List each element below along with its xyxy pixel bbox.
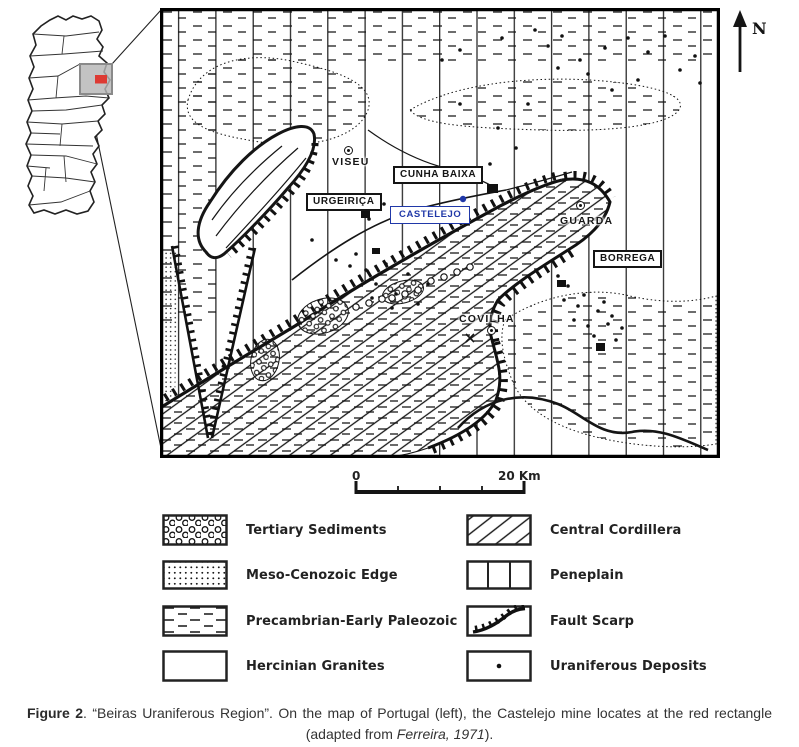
north-arrow: N bbox=[733, 10, 767, 72]
legend-item-central-cordillera: Central Cordillera bbox=[466, 514, 681, 546]
district-boundaries bbox=[25, 31, 110, 206]
legend-label-meso-cenozoic-edge: Meso-Cenozoic Edge bbox=[246, 567, 398, 583]
town-label-viseu: VISEU bbox=[332, 156, 370, 168]
geologic-map bbox=[160, 8, 720, 458]
legend-item-fault-scarp: Fault Scarp bbox=[466, 605, 634, 637]
legend-swatch-fault-scarp bbox=[466, 605, 532, 637]
figure-caption-end: ). bbox=[484, 726, 494, 742]
scale-bar bbox=[354, 481, 526, 494]
legend-swatch-hercinian-granites bbox=[162, 650, 228, 682]
portugal-inset-map bbox=[25, 15, 113, 215]
town-label-cunha-baixa: CUNHA BAIXA bbox=[393, 166, 484, 184]
legend-label-uraniferous-deposits: Uraniferous Deposits bbox=[550, 658, 707, 674]
legend-label-central-cordillera: Central Cordillera bbox=[550, 522, 682, 538]
viseu-massif bbox=[196, 125, 319, 260]
figure-caption-reference: Ferreira, 1971 bbox=[396, 726, 485, 742]
legend-item-tertiary-sediments: Tertiary Sediments bbox=[162, 514, 387, 546]
legend-swatch-precambrian-early-paleozoic bbox=[162, 605, 228, 637]
legend-item-meso-cenozoic-edge: Meso-Cenozoic Edge bbox=[162, 560, 398, 590]
town-label-urgeirica: URGEIRIÇA bbox=[306, 193, 382, 211]
north-arrow-label: N bbox=[752, 19, 767, 38]
legend-label-tertiary-sediments: Tertiary Sediments bbox=[246, 522, 387, 538]
inset-highlight-rect bbox=[95, 75, 107, 84]
tertiary-patches bbox=[250, 263, 474, 382]
town-label-castelejo: CASTELEJO bbox=[390, 206, 471, 224]
figure-caption: Figure 2. “Beiras Uraniferous Region”. O… bbox=[27, 703, 772, 745]
legend-item-peneplain: Peneplain bbox=[466, 560, 624, 590]
legend-item-hercinian-granites: Hercinian Granites bbox=[162, 650, 385, 682]
legend-item-uraniferous-deposits: Uraniferous Deposits bbox=[466, 650, 707, 682]
legend-item-precambrian-early-paleozoic: Precambrian-Early Paleozoic bbox=[162, 605, 457, 637]
guarda-town-ring bbox=[576, 201, 585, 210]
mine-squares bbox=[361, 184, 605, 351]
legend-label-precambrian-early-paleozoic: Precambrian-Early Paleozoic bbox=[246, 613, 458, 629]
x-mark bbox=[465, 333, 475, 343]
legend-label-hercinian-granites: Hercinian Granites bbox=[246, 658, 385, 674]
figure-caption-number: Figure 2 bbox=[27, 705, 84, 721]
scale-zero-label: 0 bbox=[352, 469, 361, 483]
legend-label-peneplain: Peneplain bbox=[550, 567, 624, 583]
legend-swatch-meso-cenozoic-edge bbox=[162, 560, 228, 590]
portugal-outline bbox=[25, 15, 111, 215]
viseu-town-ring bbox=[344, 146, 353, 155]
legend-swatch-tertiary-sediments bbox=[162, 514, 228, 546]
scale-distance-label: 20 Km bbox=[498, 469, 541, 483]
central-cordillera-band bbox=[160, 178, 611, 458]
legend-label-fault-scarp: Fault Scarp bbox=[550, 613, 635, 629]
legend-swatch-central-cordillera bbox=[466, 514, 532, 546]
castelejo-dot bbox=[459, 195, 467, 203]
town-label-borrega: BORREGA bbox=[593, 250, 663, 268]
legend-swatch-peneplain bbox=[466, 560, 532, 590]
precambrian-patches bbox=[160, 8, 720, 448]
town-label-covilha: COVILHA bbox=[459, 313, 515, 325]
town-label-guarda: GUARDA bbox=[560, 215, 614, 227]
figure-caption-text: . “Beiras Uraniferous Region”. On the ma… bbox=[83, 705, 772, 742]
legend-swatch-uraniferous-deposits bbox=[466, 650, 532, 682]
covilha-town-ring bbox=[487, 326, 496, 335]
